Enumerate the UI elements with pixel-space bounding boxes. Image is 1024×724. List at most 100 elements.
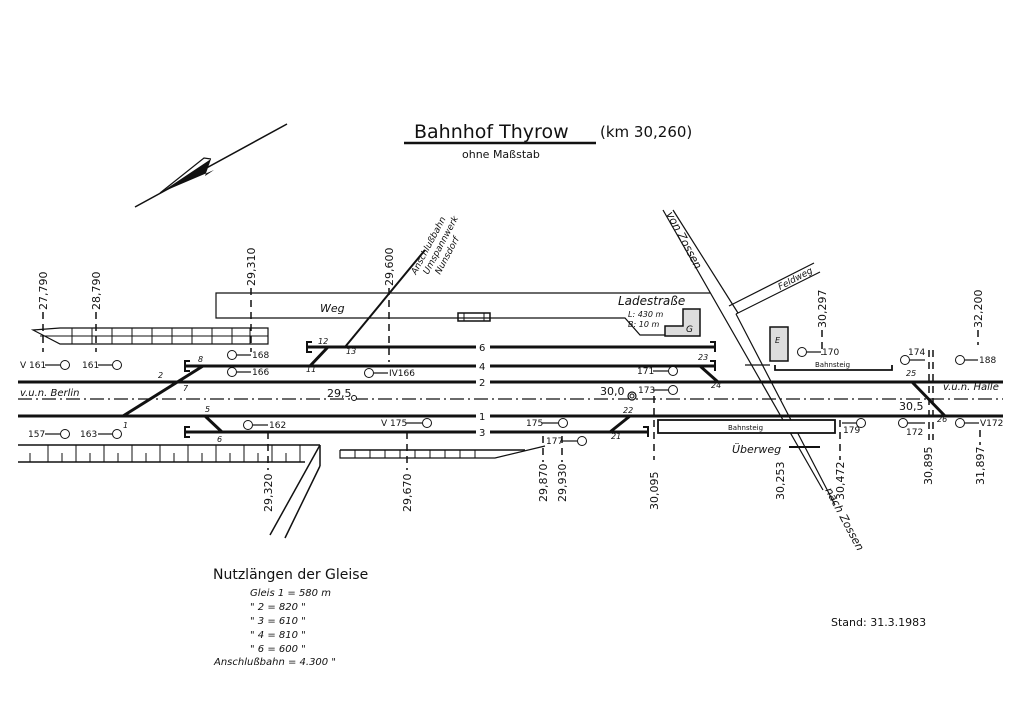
- km-marker: 29,320: [262, 474, 275, 513]
- svg-text:166: 166: [252, 368, 269, 378]
- svg-text:26: 26: [937, 415, 947, 424]
- title-km: (km 30,260): [600, 123, 692, 141]
- km-marker: 31,897: [974, 447, 987, 486]
- km-marker: 29,930: [556, 464, 569, 503]
- ladestrasse-length: L: 430 m: [628, 310, 664, 319]
- track-label-6: 6: [479, 343, 485, 354]
- km-marker: 30,472: [834, 462, 847, 501]
- svg-text:G: G: [686, 325, 693, 335]
- buffer-stops: [184, 341, 716, 438]
- signal: V 161: [20, 360, 70, 371]
- svg-text:8: 8: [198, 355, 203, 364]
- legend-row: " 3 = 610 ": [250, 616, 306, 627]
- signals: V 161 161 157 163 168 166 IV166 162 V 17…: [20, 347, 1003, 447]
- svg-text:V172: V172: [980, 419, 1003, 429]
- legend: Nutzlängen der Gleise Gleis 1 = 580 m " …: [213, 567, 368, 668]
- svg-text:5: 5: [205, 405, 210, 414]
- svg-text:172: 172: [906, 428, 923, 438]
- signal: 163: [80, 429, 122, 440]
- svg-text:170: 170: [822, 348, 839, 358]
- km-marker: 29,670: [401, 474, 414, 513]
- signal: 177: [546, 436, 587, 447]
- svg-text:Weg: Weg: [320, 302, 345, 315]
- km-post-30-0: 30,0: [600, 385, 625, 398]
- signal: 161: [82, 360, 122, 371]
- svg-text:168: 168: [252, 351, 269, 361]
- svg-text:157: 157: [28, 430, 45, 440]
- direction-berlin: v.u.n. Berlin: [20, 388, 80, 399]
- svg-text:179: 179: [843, 426, 860, 436]
- weg-road: Weg: [215, 292, 710, 336]
- track-label-4: 4: [479, 362, 485, 373]
- km-marker: 32,200: [972, 290, 985, 329]
- signal: 174: [900, 348, 925, 365]
- svg-text:25: 25: [906, 369, 916, 378]
- svg-text:1: 1: [123, 421, 128, 430]
- signal: 157: [28, 429, 70, 440]
- legend-title: Nutzlängen der Gleise: [213, 567, 368, 583]
- ueberweg-label: Überweg: [732, 443, 781, 456]
- direction-halle: v.u.n. Halle: [943, 382, 999, 393]
- km-markers: 27,790 28,790 29,310 29,600 29,320 29,67…: [37, 248, 987, 513]
- track-label-2: 2: [479, 378, 485, 389]
- svg-text:161: 161: [82, 361, 99, 371]
- legend-row: " 6 = 600 ": [250, 644, 306, 655]
- km-marker: 27,790: [37, 272, 50, 311]
- from-zossen-label: von Zossen: [663, 209, 704, 271]
- svg-text:E: E: [775, 336, 781, 345]
- legend-row: " 2 = 820 ": [250, 602, 306, 613]
- svg-text:V 161: V 161: [20, 361, 46, 371]
- svg-text:21: 21: [611, 432, 621, 441]
- title: Bahnhof Thyrow: [414, 121, 569, 143]
- signal: 168: [227, 350, 269, 361]
- km-marker: 30,095: [648, 472, 661, 511]
- svg-text:13: 13: [346, 347, 356, 356]
- turnout-numbers: 1 2 5 6 7 8 11 12 13 21 22 23 24 25 26: [123, 337, 947, 444]
- svg-text:188: 188: [979, 356, 996, 366]
- north-arrow-icon: [134, 123, 288, 208]
- track-label-1: 1: [479, 412, 485, 423]
- svg-text:23: 23: [698, 353, 708, 362]
- loading-ramp-middle: [339, 445, 546, 459]
- signal: 179: [842, 418, 866, 436]
- goods-shed: G: [664, 308, 701, 337]
- svg-text:162: 162: [269, 421, 286, 431]
- scale-note: ohne Maßstab: [462, 148, 540, 161]
- signal: 162: [243, 420, 286, 431]
- km-post-29-5: 29,5: [327, 387, 352, 400]
- platform-lower: [657, 419, 836, 434]
- svg-text:2: 2: [158, 371, 163, 380]
- station-building: E: [745, 326, 789, 366]
- signal: IV166: [364, 368, 415, 379]
- km-marker: 30,253: [774, 462, 787, 501]
- svg-text:12: 12: [318, 337, 328, 346]
- svg-text:IV166: IV166: [389, 369, 415, 379]
- svg-text:163: 163: [80, 430, 97, 440]
- svg-text:177: 177: [546, 437, 563, 447]
- platform-upper-label: Bahnsteig: [815, 361, 850, 369]
- legend-row: Gleis 1 = 580 m: [250, 588, 331, 599]
- svg-text:11: 11: [306, 365, 316, 374]
- svg-text:175: 175: [526, 419, 543, 429]
- km-marker: 29,310: [245, 248, 258, 287]
- km-marker: 30,895: [922, 447, 935, 486]
- signal: 166: [227, 367, 269, 378]
- legend-row: Anschlußbahn = 4.300 ": [213, 657, 336, 668]
- svg-text:24: 24: [711, 381, 721, 390]
- signal: 173: [638, 385, 678, 396]
- signal: V 175: [381, 418, 432, 429]
- km-marker: 30,297: [816, 290, 829, 329]
- svg-text:22: 22: [623, 406, 633, 415]
- crossovers: [122, 345, 947, 434]
- ladestrasse-width: B: 10 m: [628, 320, 659, 329]
- siding-anschluss: [344, 249, 426, 348]
- signal: 188: [955, 355, 996, 366]
- signal: 170: [797, 347, 839, 358]
- platform-lower-label: Bahnsteig: [728, 424, 763, 432]
- km-marker: 29,870: [537, 464, 550, 503]
- signal: V172: [955, 418, 1003, 429]
- loading-ramp-lower: [18, 444, 321, 539]
- loading-ramp-upper: [30, 327, 269, 345]
- signal: 172: [898, 418, 925, 438]
- km-marker: 29,600: [383, 248, 396, 287]
